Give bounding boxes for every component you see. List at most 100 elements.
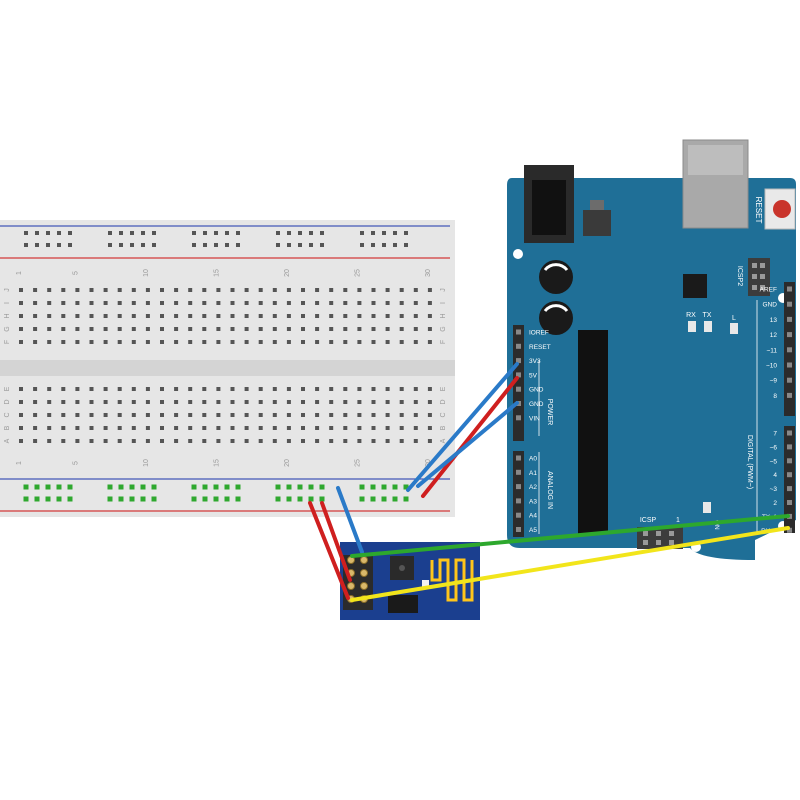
wire-rx-yellow[interactable] bbox=[350, 526, 790, 602]
icsp-pin bbox=[656, 540, 661, 545]
terminal-hole bbox=[357, 400, 362, 404]
rail-hole bbox=[360, 231, 364, 235]
terminal-hole bbox=[131, 413, 136, 417]
rail-hole bbox=[68, 231, 72, 235]
row-letter: F bbox=[440, 340, 447, 344]
rail-hole-used bbox=[67, 496, 73, 502]
terminal-hole bbox=[315, 387, 320, 391]
terminal-hole bbox=[19, 314, 23, 318]
terminal-hole bbox=[75, 439, 80, 443]
top-power-rail bbox=[24, 231, 408, 247]
rail-hole bbox=[141, 231, 145, 235]
rail-hole-used bbox=[191, 496, 197, 502]
terminal-hole bbox=[315, 426, 320, 430]
atmega-chip bbox=[578, 330, 608, 534]
terminal-hole bbox=[61, 340, 66, 344]
usb-connector-top bbox=[688, 145, 743, 175]
terminal-hole bbox=[301, 301, 305, 305]
analog-pin-label: A0 bbox=[529, 456, 537, 463]
terminal-hole bbox=[61, 426, 66, 430]
terminal-hole bbox=[145, 439, 150, 443]
terminal-hole bbox=[286, 426, 291, 430]
terminal-hole bbox=[286, 301, 291, 305]
rail-hole-used bbox=[319, 484, 325, 490]
digital-pin-label: ~3 bbox=[770, 486, 778, 493]
terminal-hole bbox=[160, 413, 164, 417]
terminal-hole bbox=[202, 439, 207, 443]
icsp2-pin bbox=[760, 263, 765, 268]
column-number: 1 bbox=[16, 271, 23, 275]
rail-hole-used bbox=[403, 496, 409, 502]
terminal-hole bbox=[75, 413, 80, 417]
terminal-hole bbox=[371, 327, 376, 331]
terminal-hole bbox=[216, 439, 221, 443]
reset-button-cap[interactable] bbox=[773, 200, 791, 218]
wire-breadboard-red-2[interactable] bbox=[320, 501, 352, 582]
rail-hole bbox=[371, 243, 375, 247]
terminal-hole bbox=[117, 400, 122, 404]
power-jack-socket bbox=[532, 180, 566, 235]
digital-pin-label: ~6 bbox=[770, 444, 778, 451]
power-pin-label: GND bbox=[529, 387, 544, 394]
digital-pin bbox=[787, 444, 792, 450]
terminal-hole bbox=[230, 340, 235, 344]
terminal-hole bbox=[33, 439, 38, 443]
terminal-hole bbox=[315, 301, 320, 305]
power-pin bbox=[516, 358, 521, 364]
column-number: 20 bbox=[284, 459, 291, 467]
rail-hole-used bbox=[202, 484, 208, 490]
wire-breadboard-red-1[interactable] bbox=[308, 501, 350, 600]
rail-hole bbox=[119, 243, 123, 247]
terminal-hole bbox=[357, 301, 362, 305]
terminal-hole bbox=[371, 439, 376, 443]
analog-header-label: ANALOG IN bbox=[546, 471, 553, 509]
analog-header bbox=[513, 451, 524, 537]
terminal-hole bbox=[188, 400, 193, 404]
led-tx bbox=[704, 321, 712, 332]
rail-hole-used bbox=[56, 496, 62, 502]
terminal-hole bbox=[47, 426, 52, 430]
esp-pin bbox=[360, 582, 368, 590]
terminal-hole bbox=[427, 288, 432, 292]
rail-hole bbox=[393, 231, 397, 235]
power-header-label: POWER bbox=[546, 399, 553, 425]
terminal-hole bbox=[371, 426, 376, 430]
rail-hole-used bbox=[23, 484, 29, 490]
terminal-hole bbox=[47, 413, 52, 417]
terminal-hole bbox=[357, 439, 362, 443]
terminal-hole bbox=[202, 301, 207, 305]
rail-hole-used bbox=[297, 484, 303, 490]
analog-pin-label: A3 bbox=[529, 498, 537, 505]
rail-hole-used bbox=[403, 484, 409, 490]
wire-5v-to-breadboard[interactable] bbox=[421, 376, 519, 498]
wire-breadboard-blue[interactable] bbox=[336, 486, 364, 554]
rail-hole-used bbox=[297, 496, 303, 502]
power-pin-label: VIN bbox=[529, 415, 540, 422]
terminal-hole bbox=[33, 327, 38, 331]
rail-hole bbox=[68, 243, 72, 247]
terminal-hole bbox=[75, 327, 80, 331]
analog-pin bbox=[516, 455, 521, 461]
terminal-hole bbox=[385, 387, 390, 391]
row-letter: D bbox=[4, 399, 11, 404]
power-pin-label: RESET bbox=[529, 344, 551, 351]
terminal-hole bbox=[174, 387, 179, 391]
terminal-hole bbox=[315, 327, 320, 331]
rail-hole bbox=[203, 231, 207, 235]
terminal-hole bbox=[244, 387, 249, 391]
row-letter: H bbox=[4, 313, 11, 318]
wire-gnd-to-breadboard[interactable] bbox=[416, 401, 519, 488]
wire-tx-green[interactable] bbox=[350, 514, 790, 558]
rail-hole-used bbox=[381, 484, 387, 490]
rail-hole-used bbox=[319, 496, 325, 502]
rail-hole-used bbox=[118, 484, 124, 490]
terminal-hole bbox=[399, 387, 404, 391]
wire-3v3-to-breadboard[interactable] bbox=[406, 362, 519, 492]
terminal-hole bbox=[33, 340, 38, 344]
terminal-hole bbox=[131, 288, 136, 292]
terminal-hole bbox=[75, 400, 80, 404]
terminal-hole bbox=[244, 327, 249, 331]
terminal-hole bbox=[258, 400, 263, 404]
terminal-hole bbox=[216, 426, 221, 430]
terminal-hole bbox=[47, 439, 52, 443]
